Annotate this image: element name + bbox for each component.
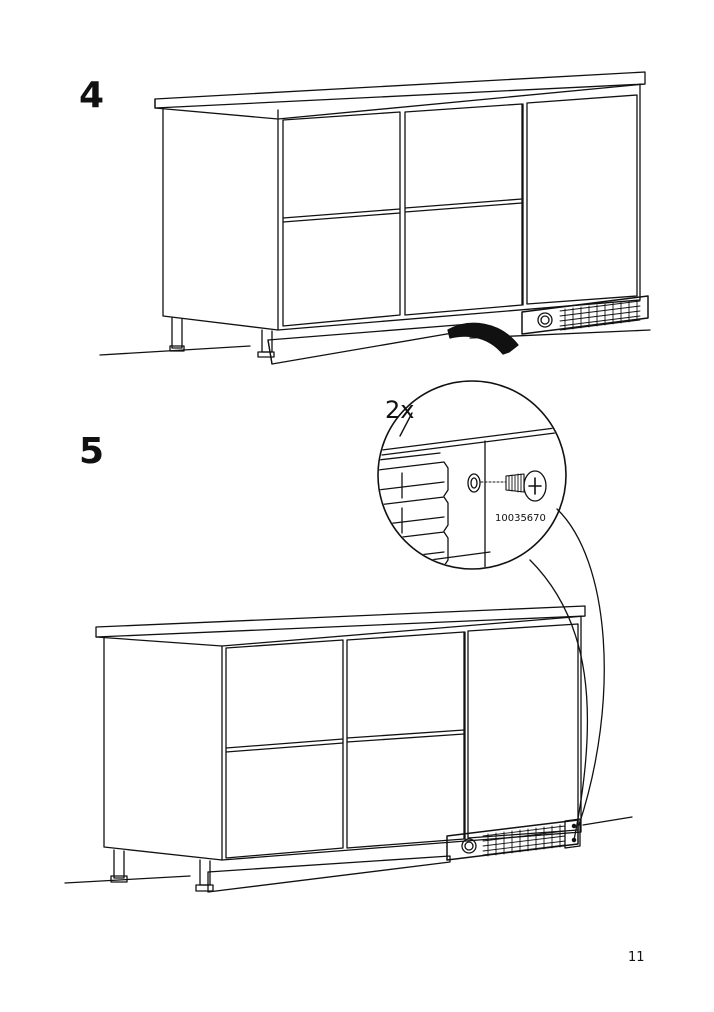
step-number: 4	[79, 75, 105, 116]
page-number: 11	[628, 950, 645, 965]
step-4-illustration	[100, 72, 650, 364]
step-number: 5	[79, 431, 105, 472]
arrow-icon	[448, 323, 518, 354]
part-number: 10035670	[495, 513, 546, 524]
quantity-label: 2x	[385, 396, 415, 424]
detail-view	[378, 428, 555, 570]
step-5-illustration	[65, 381, 632, 892]
